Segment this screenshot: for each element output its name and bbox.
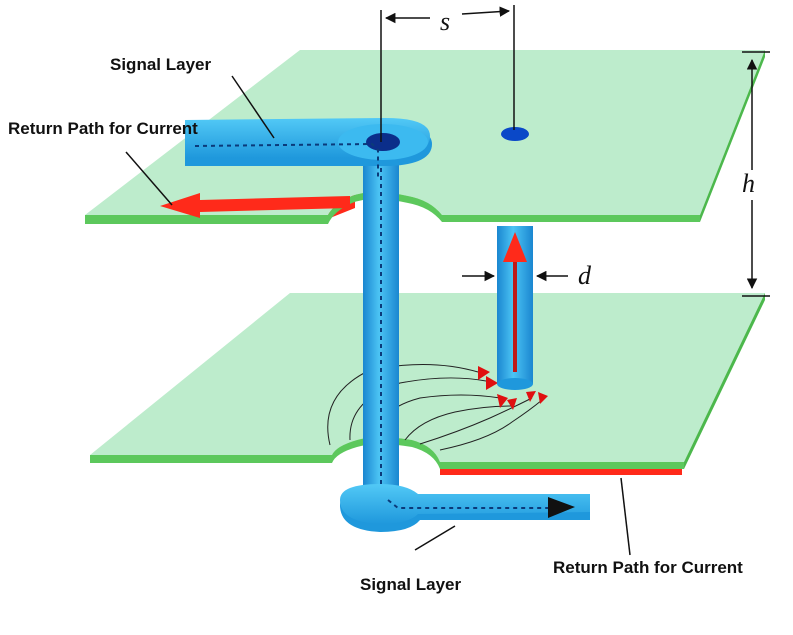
field-arrows [478,366,548,410]
via-pad-hole [366,133,400,151]
signal-direction-arrow [548,497,575,518]
dimension-s-label: s [440,7,450,36]
bottom-plane-edge [90,437,684,469]
dimension-h-label: h [742,169,755,198]
top-signal-trace [185,118,432,178]
top-return-arrow [160,193,350,218]
bottom-plane-surface [90,293,765,462]
dimension-d: d [462,261,592,290]
return-path-bottom-label: Return Path for Current [553,558,743,577]
signal-via [363,150,399,506]
bottom-signal-trace [340,484,590,532]
leader-lines [125,75,631,556]
dimension-d-label: d [578,261,592,290]
signal-layer-top-label: Signal Layer [110,55,211,74]
dimension-h: h [742,51,770,297]
dimension-s: s [380,5,515,142]
ground-via-top-hole [501,127,529,141]
top-plane-edge [85,192,700,224]
return-path-top-label: Return Path for Current [8,119,198,138]
ground-via [497,226,533,390]
bottom-plane [90,293,765,475]
via-current-arrow [503,232,527,262]
signal-layer-bottom-label: Signal Layer [360,575,461,594]
